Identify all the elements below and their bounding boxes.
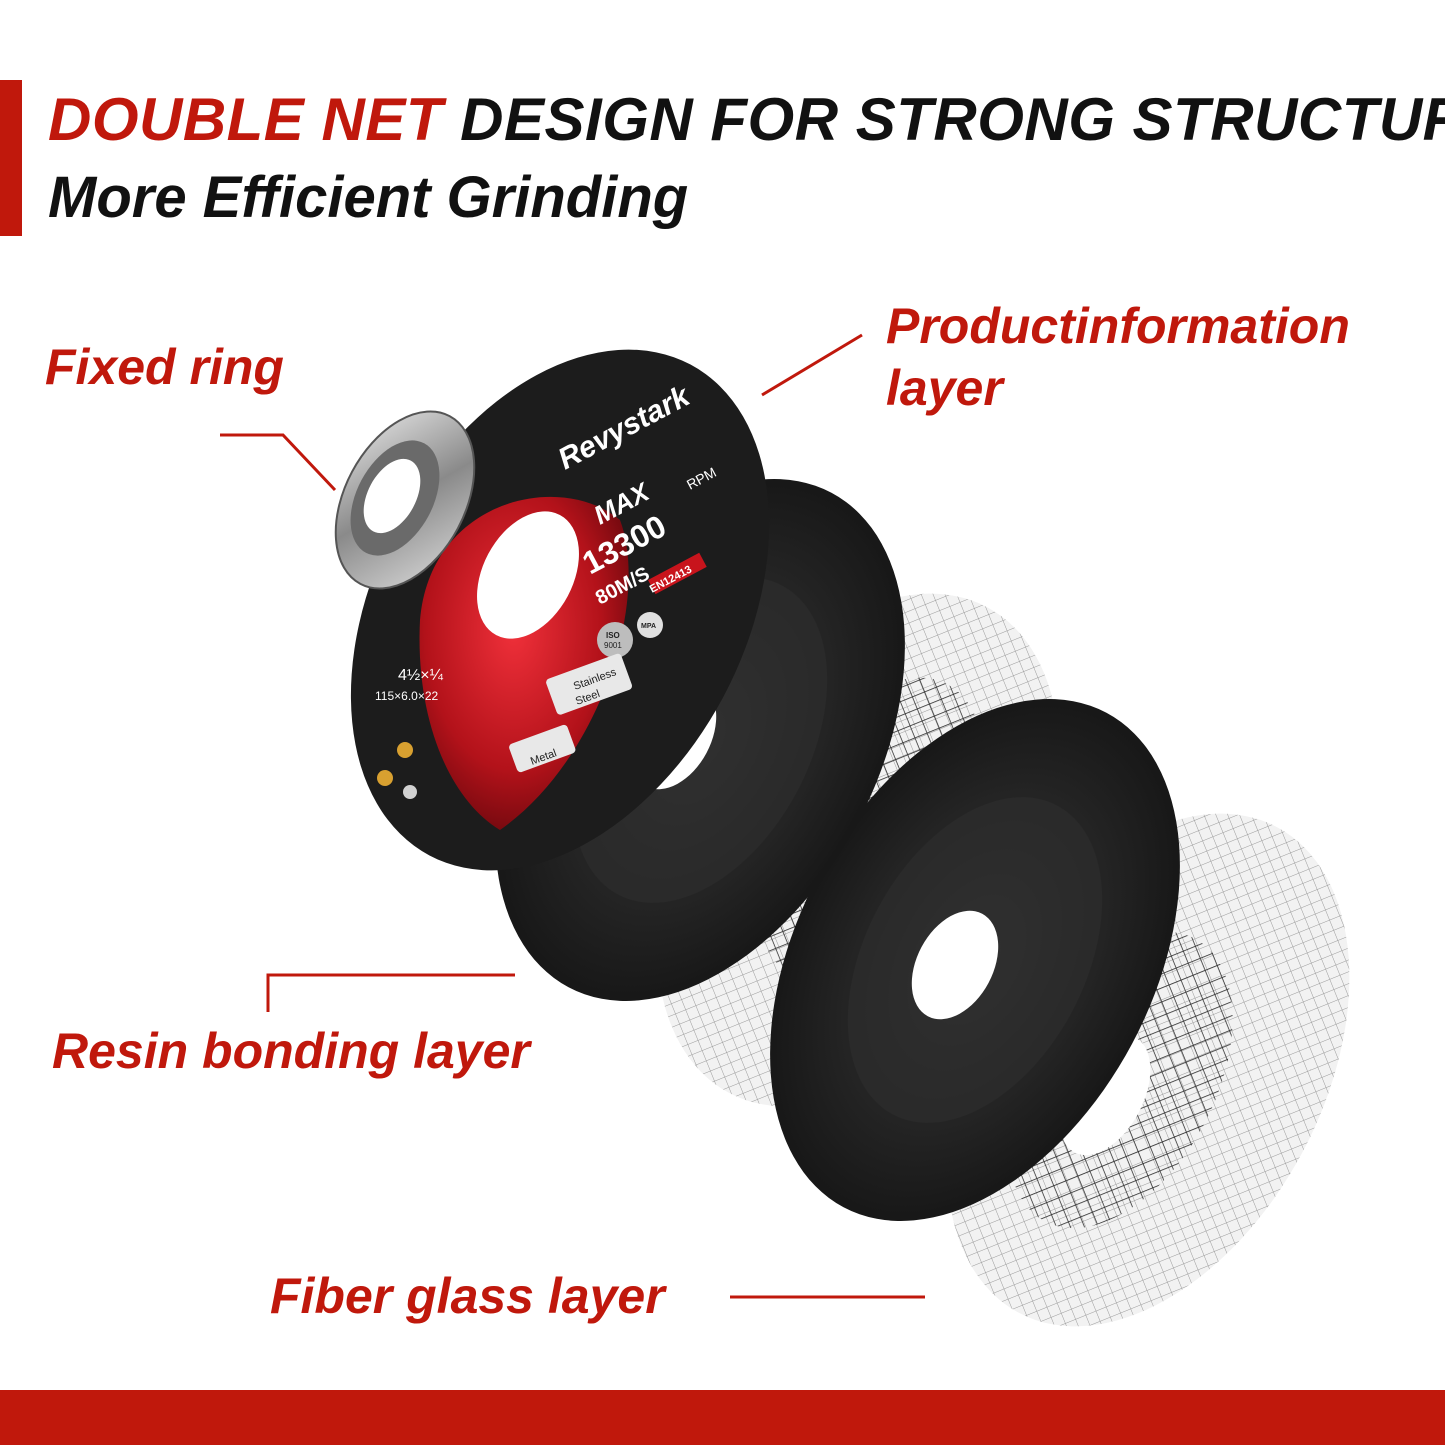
iso-seal-label: ISO [606,631,620,640]
fixed-ring-label: Fixed ring [45,339,284,395]
resin-callout-line [266,973,515,1012]
page-subtitle: More Efficient Grinding [48,165,689,230]
iso-seal-number: 9001 [604,641,622,650]
disc-standard-badge [647,552,707,595]
footer-accent-bar [0,1390,1445,1445]
mpa-seal-icon [637,612,663,638]
metal-tag [509,724,576,773]
safety-icon-1 [397,742,413,758]
header-accent-bar [0,80,22,236]
safety-icon-3 [403,785,417,799]
disc-size-mm: 115×6.0×22 [375,689,439,703]
product-info-label-line2: layer [886,360,1003,416]
fixed-ring-callout-line [220,433,337,492]
product-info-label-line1: Productinformation [886,298,1350,354]
resin-bonding-label: Resin bonding layer [52,1023,530,1079]
product-info-callout-line [761,333,863,397]
title-rest: DESIGN FOR STRONG STRUCTURE [443,86,1445,153]
page-title: DOUBLE NET DESIGN FOR STRONG STRUCTURE [48,84,1445,156]
fiber-glass-label: Fiber glass layer [270,1268,665,1324]
safety-icon-2 [377,770,393,786]
resin-bonding-disc-lower [770,699,1180,1221]
mpa-seal-label: MPA [641,623,656,630]
title-highlight: DOUBLE NET [48,86,443,153]
fixed-ring [334,410,476,590]
iso-seal-icon [597,622,633,658]
stainless-steel-tag [546,653,633,715]
disc-size-inch: 4½×¼ [398,667,444,684]
